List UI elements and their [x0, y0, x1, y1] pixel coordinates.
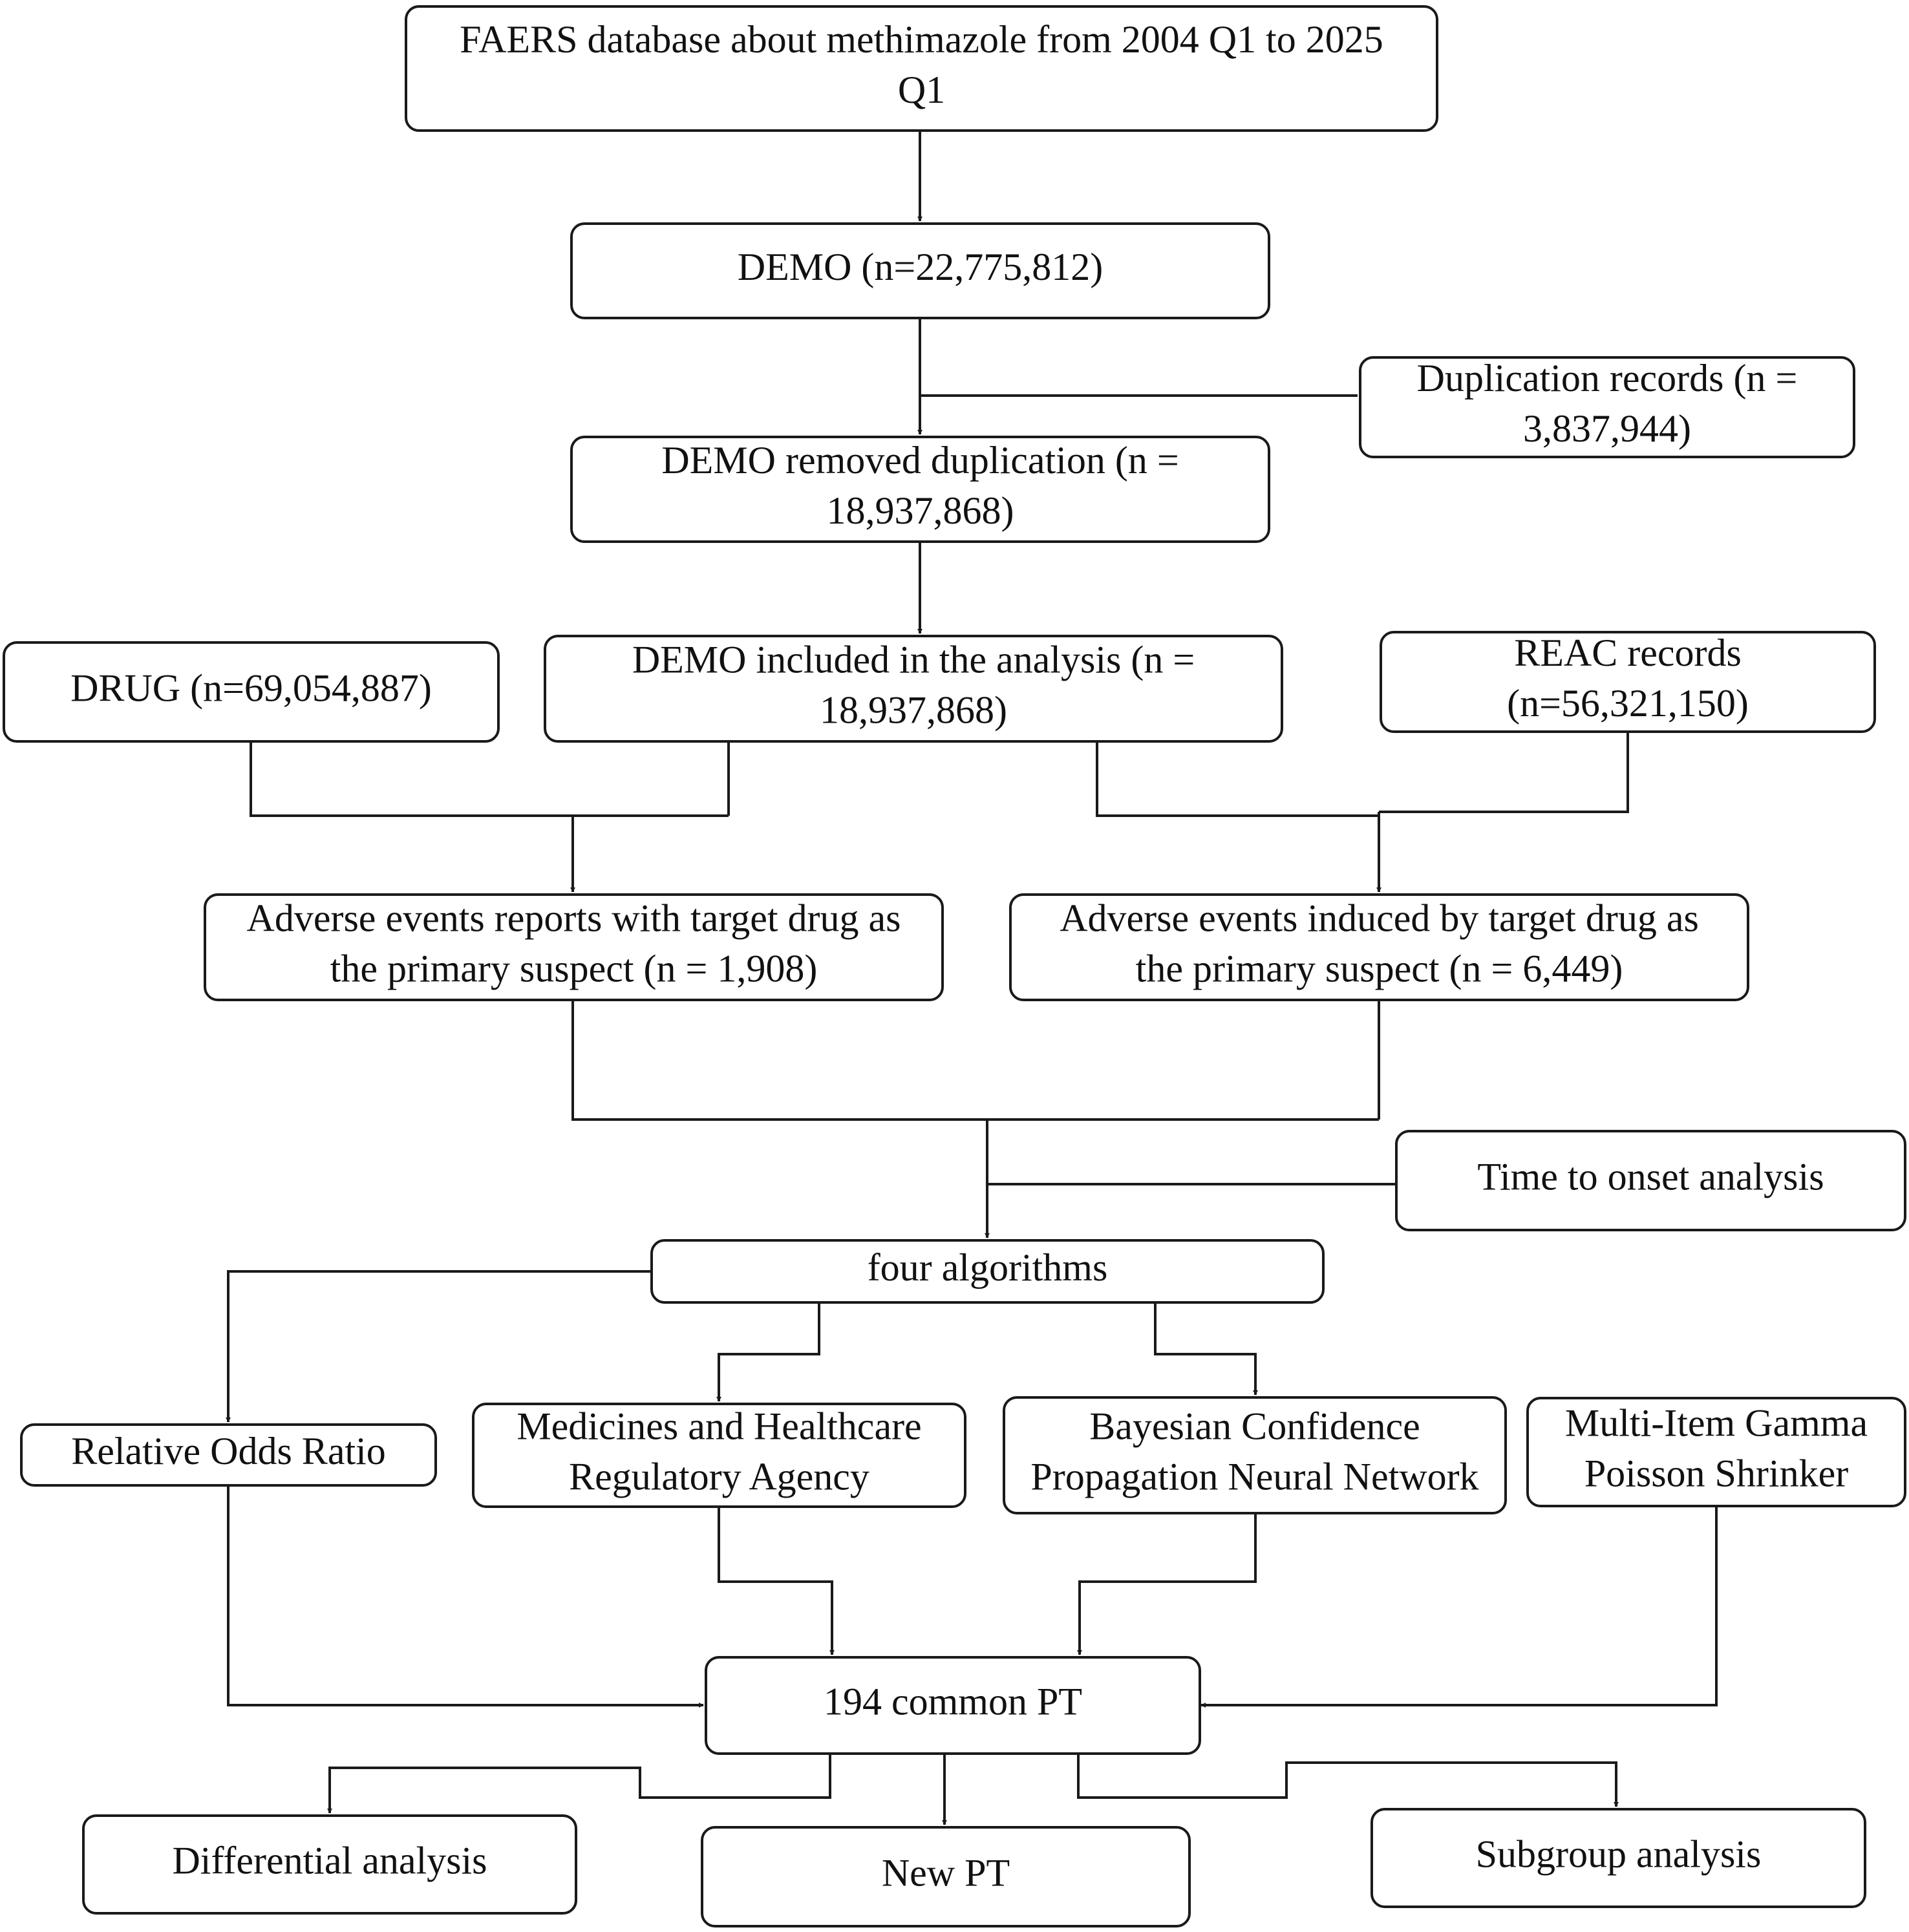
arrow-algorithms-to-mhra: [716, 1302, 820, 1402]
demo-included-label-line-1: DEMO included in the analysis (n =: [632, 638, 1195, 681]
ae-reports-border: [204, 893, 944, 1001]
ae-reports-label-line-1: Adverse events reports with target drug …: [247, 897, 901, 939]
common-pt-border: [705, 1656, 1201, 1755]
mhra-label-line-2: Regulatory Agency: [569, 1455, 869, 1498]
arrow-common-pt-to-differential: [327, 1754, 831, 1814]
ae-induced-border: [1009, 893, 1749, 1001]
four-algorithms-box: four algorithms: [650, 1239, 1325, 1304]
demo-deduplicated-label-line-1: DEMO removed duplication (n =: [661, 439, 1178, 482]
ror-label-line-1: Relative Odds Ratio: [71, 1430, 386, 1472]
bcpnn-label-line-1: Bayesian Confidence: [1089, 1405, 1420, 1447]
faers-source-label-line-2: Q1: [898, 69, 945, 111]
demo-included-border: [544, 635, 1283, 743]
ae-induced-box: Adverse events induced by target drug as…: [1009, 893, 1749, 1001]
ae-induced-label-line-1: Adverse events induced by target drug as: [1060, 897, 1699, 939]
mgps-label-line-1: Multi-Item Gamma: [1565, 1401, 1868, 1444]
faers-source-border: [405, 5, 1438, 132]
reac-records-label-line-2: (n=56,321,150): [1507, 682, 1749, 725]
connectors: [226, 131, 1718, 1825]
demo-deduplicated-box: DEMO removed duplication (n = 18,937,868): [570, 436, 1270, 543]
common-pt-box: 194 common PT: [705, 1656, 1201, 1755]
four-algorithms-label-line-1: four algorithms: [868, 1246, 1108, 1289]
mhra-border: [472, 1403, 966, 1508]
arrow-mhra-to-common-pt: [718, 1507, 835, 1655]
new-pt-border: [701, 1826, 1191, 1927]
ae-reports-box: Adverse events reports with target drug …: [204, 893, 944, 1001]
four-algorithms-border: [650, 1239, 1325, 1304]
arrow-algorithms-to-bcpnn: [1154, 1302, 1258, 1396]
drug-records-label-line-1: DRUG (n=69,054,887): [70, 666, 432, 709]
subgroup-box: Subgroup analysis: [1370, 1808, 1866, 1908]
ror-box: Relative Odds Ratio: [20, 1423, 437, 1487]
demo-included-label-line-2: 18,937,868): [820, 688, 1007, 731]
common-pt-label-line-1: 194 common PT: [824, 1680, 1082, 1723]
mgps-border: [1526, 1397, 1906, 1507]
drug-records-box: DRUG (n=69,054,887): [3, 641, 500, 743]
ae-reports-label-line-2: the primary suspect (n = 1,908): [330, 947, 818, 990]
new-pt-box: New PT: [701, 1826, 1191, 1927]
arrow-bcpnn-to-common-pt: [1077, 1513, 1257, 1655]
drug-records-border: [3, 641, 500, 743]
time-to-onset-box: Time to onset analysis: [1395, 1130, 1906, 1231]
reac-records-box: REAC records (n=56,321,150): [1380, 631, 1876, 733]
bcpnn-label-line-2: Propagation Neural Network: [1030, 1455, 1478, 1498]
duplication-records-border: [1359, 356, 1855, 458]
arrow-mgps-to-common-pt: [1200, 1506, 1718, 1708]
subgroup-label-line-1: Subgroup analysis: [1476, 1832, 1762, 1875]
arrow-ror-to-common-pt: [227, 1485, 704, 1708]
faers-source-box: FAERS database about methimazole from 20…: [405, 5, 1438, 132]
line-reac-to-join: [1379, 732, 1629, 813]
demo-total-box: DEMO (n=22,775,812): [570, 222, 1270, 319]
demo-deduplicated-border: [570, 436, 1270, 543]
ror-border: [20, 1423, 437, 1487]
demo-total-label-line-1: DEMO (n=22,775,812): [738, 246, 1103, 288]
ae-induced-label-line-2: the primary suspect (n = 6,449): [1136, 947, 1623, 990]
line-included-right-to-join: [1096, 741, 1379, 817]
demo-deduplicated-label-line-2: 18,937,868): [827, 489, 1014, 532]
reac-records-label-line-1: REAC records: [1514, 632, 1742, 674]
arrow-common-pt-to-subgroup: [1077, 1754, 1619, 1807]
time-to-onset-border: [1395, 1130, 1906, 1231]
mgps-label-line-2: Poisson Shrinker: [1584, 1452, 1848, 1494]
arrow-algorithms-to-ror: [226, 1270, 652, 1423]
line-drug-to-join: [250, 741, 729, 817]
duplication-records-box: Duplication records (n = 3,837,944): [1359, 356, 1855, 458]
duplication-records-label-line-2: 3,837,944): [1523, 407, 1691, 450]
new-pt-label-line-1: New PT: [882, 1851, 1010, 1894]
line-ae-reports-to-merge: [571, 1000, 1379, 1121]
bcpnn-border: [1003, 1396, 1507, 1514]
demo-included-box: DEMO included in the analysis (n = 18,937…: [544, 635, 1283, 743]
reac-records-border: [1380, 631, 1876, 733]
subgroup-border: [1370, 1808, 1866, 1908]
differential-box: Differential analysis: [82, 1814, 577, 1915]
differential-border: [82, 1814, 577, 1915]
mhra-label-line-1: Medicines and Healthcare: [517, 1405, 921, 1447]
faers-source-label-line-1: FAERS database about methimazole from 20…: [460, 18, 1383, 61]
demo-total-border: [570, 222, 1270, 319]
differential-label-line-1: Differential analysis: [172, 1839, 487, 1882]
duplication-records-label-line-1: Duplication records (n =: [1417, 357, 1798, 399]
time-to-onset-label-line-1: Time to onset analysis: [1477, 1155, 1824, 1198]
